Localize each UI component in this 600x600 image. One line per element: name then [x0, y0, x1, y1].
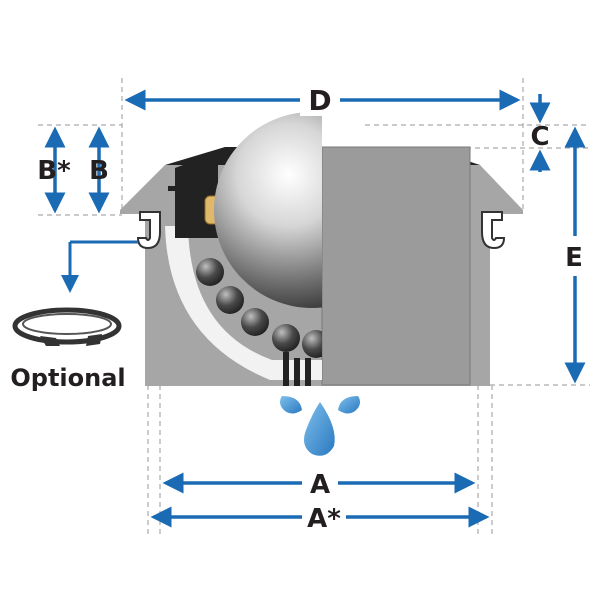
- support-ball: [196, 258, 224, 286]
- main-ball: [214, 112, 322, 308]
- water-drops: [280, 396, 360, 456]
- support-ball: [216, 286, 244, 314]
- label-C: C: [530, 122, 549, 152]
- label-D: D: [308, 84, 331, 117]
- cutaway-panel: [321, 146, 471, 386]
- support-ball: [241, 308, 269, 336]
- label-B: B: [89, 156, 109, 186]
- left-clip: [136, 211, 161, 250]
- label-optional: Optional: [10, 364, 125, 392]
- support-ball: [272, 324, 300, 352]
- right-clip: [481, 211, 506, 250]
- label-A: A: [310, 470, 330, 500]
- label-E: E: [565, 243, 583, 273]
- extension-lines: [38, 78, 590, 535]
- optional-ring-icon: [12, 240, 138, 346]
- support-balls: [196, 258, 322, 358]
- drop-center: [304, 402, 335, 456]
- drain-slots: [283, 352, 311, 386]
- label-Bstar: B*: [37, 156, 71, 186]
- drop-left: [280, 396, 302, 414]
- drop-right: [338, 396, 360, 414]
- label-Astar: A*: [307, 504, 341, 534]
- support-ball: [302, 330, 322, 358]
- slot: [168, 186, 190, 191]
